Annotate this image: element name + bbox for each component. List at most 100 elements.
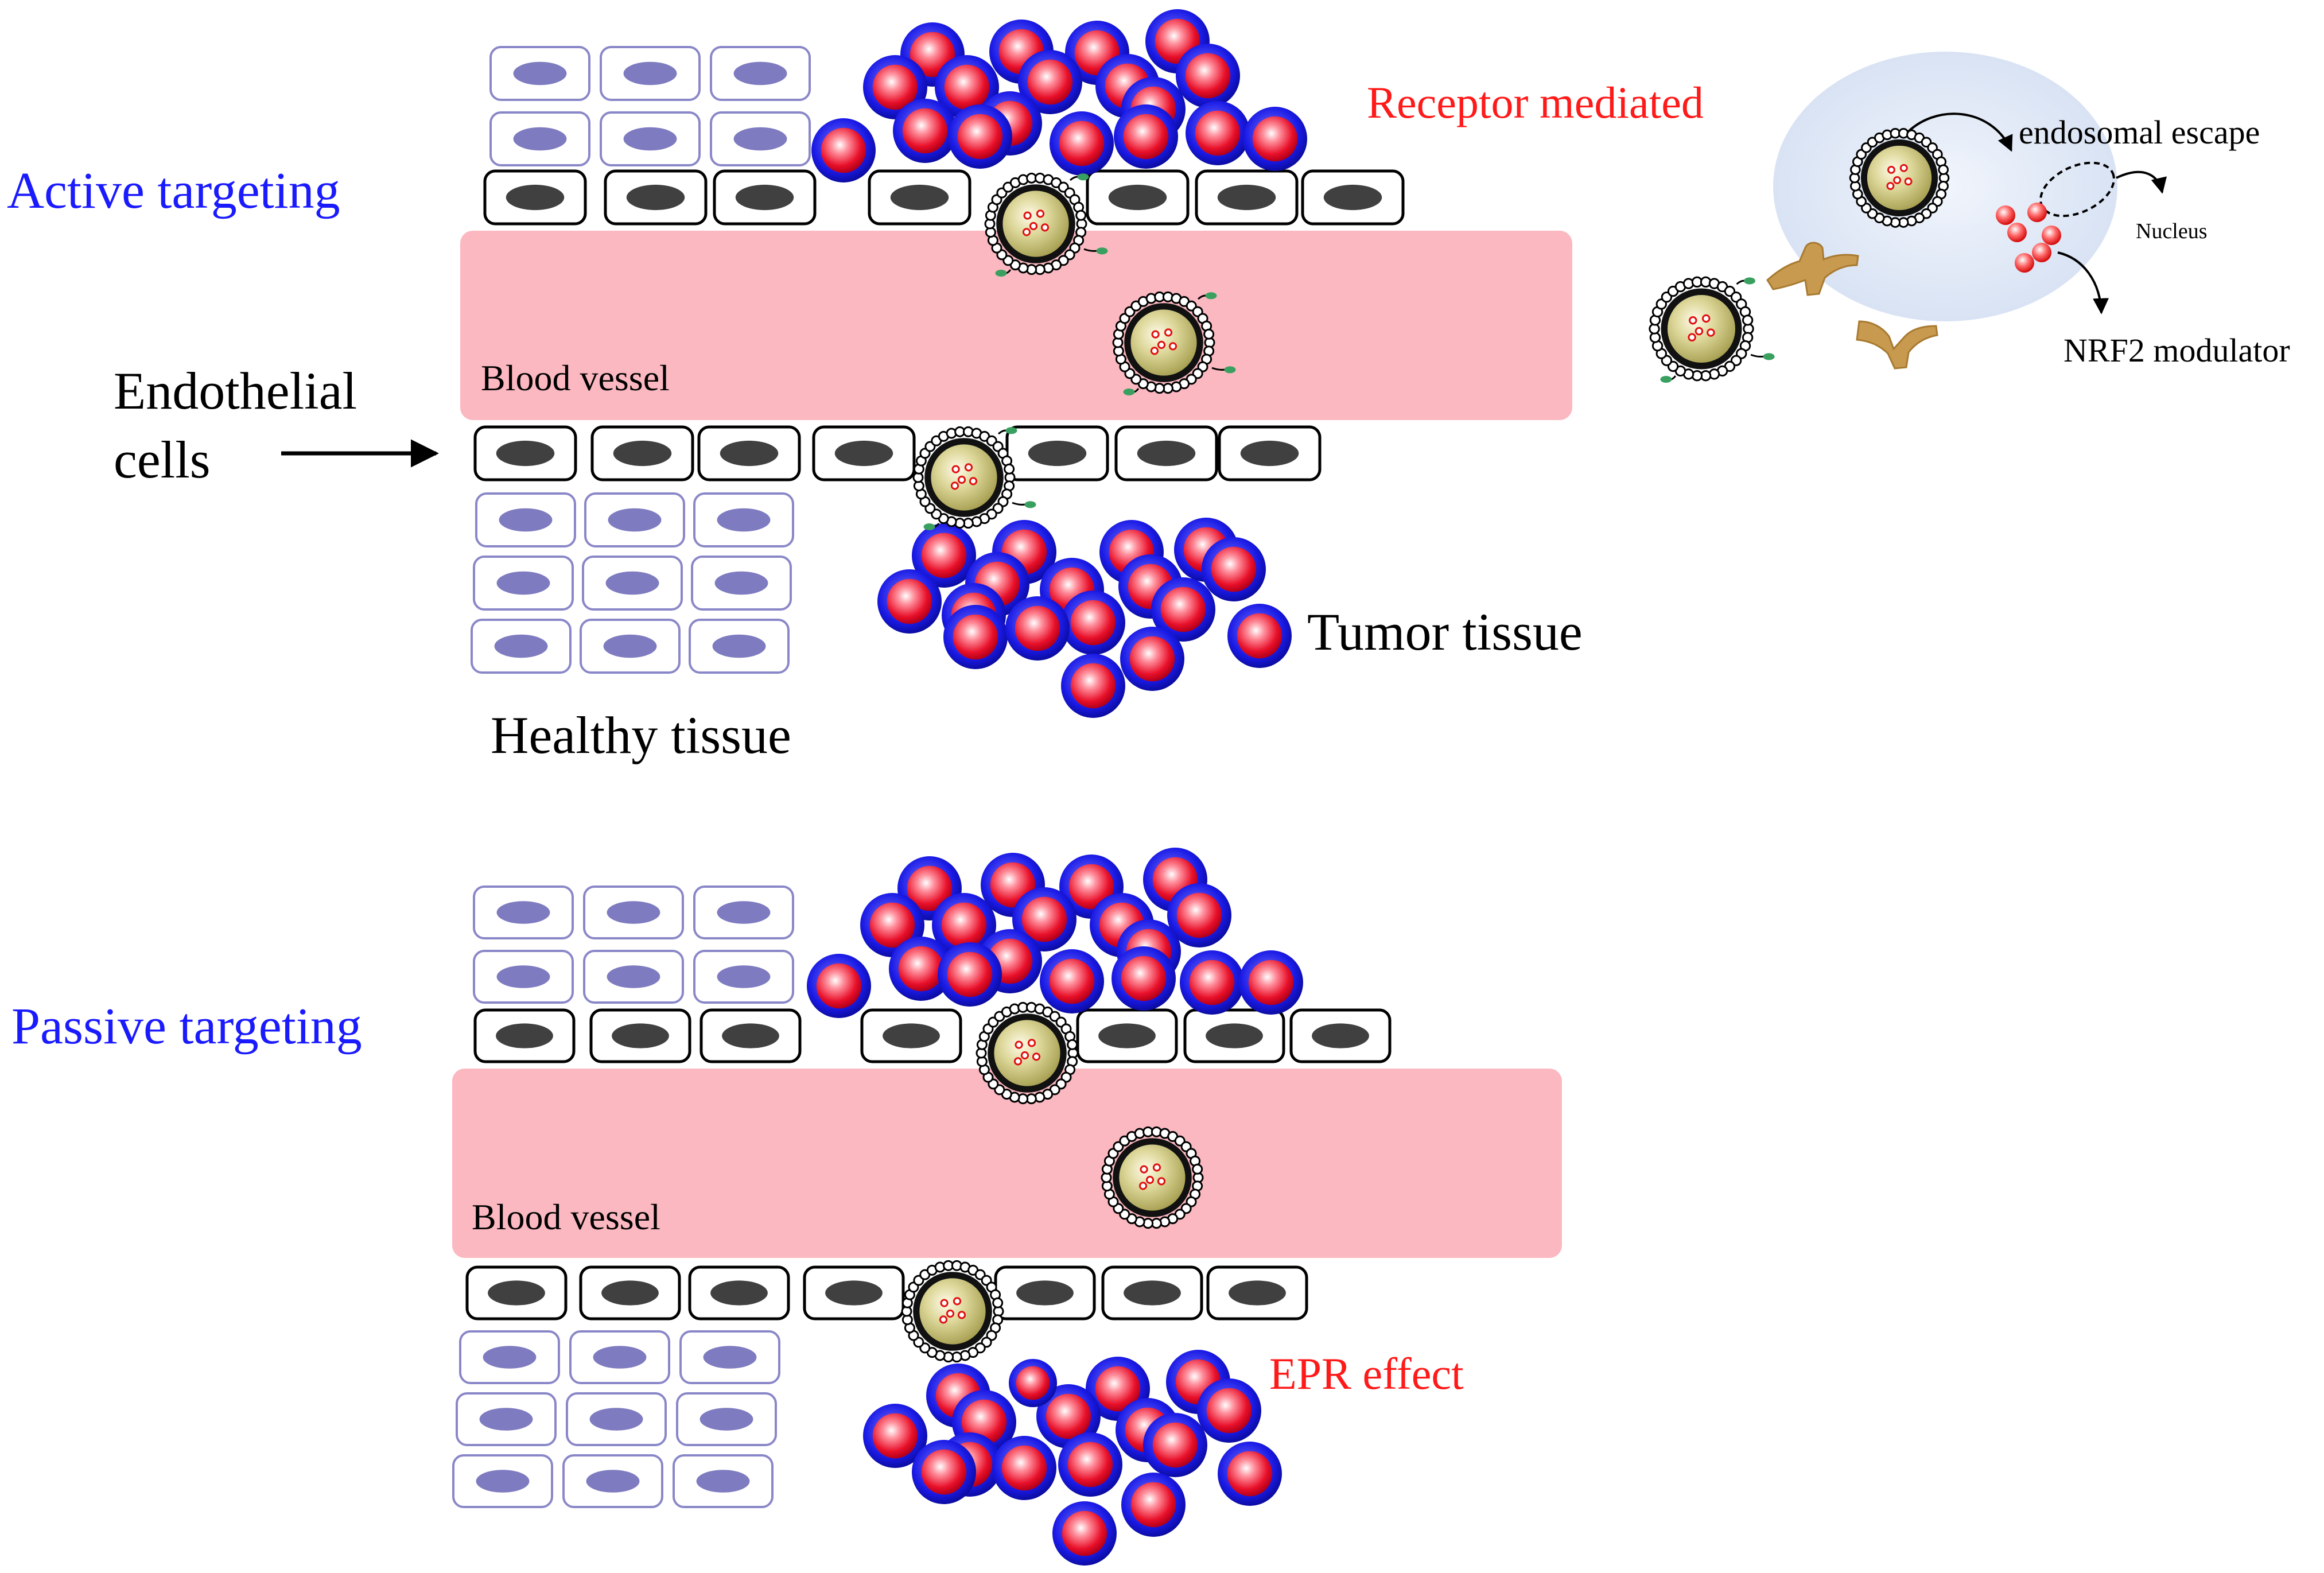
- endothelial-cell: [1289, 1008, 1392, 1063]
- lipid-head: [1742, 314, 1754, 326]
- lipid-head: [1004, 463, 1015, 475]
- drug-payload: [1168, 342, 1177, 351]
- endothelial-cell: [604, 169, 708, 226]
- endothelial-cell-nucleus: [722, 1023, 779, 1048]
- endothelial-cell: [699, 1008, 802, 1063]
- tumor-cell: [1243, 107, 1307, 171]
- tumor-cluster-lower: [877, 518, 1292, 718]
- drug-molecule: [2032, 243, 2051, 262]
- arrow-nucleus: [2116, 170, 2167, 194]
- drug-payload: [1027, 1039, 1036, 1047]
- tumor-cell-body: [1046, 1393, 1091, 1439]
- healthy-cell: [689, 619, 790, 674]
- tumor-cell: [935, 55, 999, 119]
- tumor-cell-body: [1068, 864, 1114, 910]
- tumor-cell-body: [1021, 896, 1067, 942]
- endothelial-cell-nucleus: [1016, 1280, 1074, 1306]
- tumor-cell: [1239, 950, 1303, 1015]
- tumor-cell-body: [816, 963, 862, 1009]
- tumor-cell: [1061, 654, 1125, 718]
- healthy-cell-nucleus: [476, 1470, 530, 1493]
- tumor-cell: [1120, 627, 1184, 691]
- drug-payload: [957, 1311, 966, 1319]
- drug-payload: [939, 1315, 948, 1324]
- heading-passive-targeting: Passive targeting: [11, 998, 362, 1055]
- tumor-cell: [811, 118, 876, 182]
- healthy-cell-nucleus: [513, 127, 567, 151]
- healthy-cell-nucleus: [696, 1470, 750, 1493]
- tumor-cell-body: [1016, 1366, 1050, 1400]
- ligand-icon: [1224, 366, 1236, 374]
- ligand-icon: [1096, 247, 1108, 255]
- drug-payload: [1164, 328, 1173, 337]
- released-drug-dots: [1996, 203, 2061, 273]
- healthy-cell-nucleus: [714, 571, 768, 595]
- healthy-cell-nucleus: [717, 901, 771, 924]
- endothelial-cell-nucleus: [612, 1023, 669, 1048]
- ligand-icon: [923, 523, 935, 530]
- ligand-icon: [1024, 501, 1036, 508]
- endothelial-cell-nucleus: [488, 1280, 545, 1306]
- tumor-cell: [807, 954, 871, 1018]
- label-healthy-tissue: Healthy tissue: [491, 706, 791, 764]
- tumor-cell-body: [1195, 110, 1241, 156]
- healthy-cell-nucleus: [733, 127, 787, 151]
- tumor-cluster-upper: [811, 9, 1307, 182]
- tumor-cell-body: [1121, 956, 1167, 1001]
- blood-vessel-top: [460, 231, 1572, 420]
- healthy-cell-nucleus: [586, 1470, 640, 1493]
- tumor-cell-body: [1070, 600, 1116, 646]
- tumor-cell-body: [921, 533, 967, 578]
- ligand-icon: [1660, 376, 1672, 383]
- receptor-icon: [1856, 320, 1938, 370]
- label-blood-vessel-top: Blood vessel: [481, 358, 670, 398]
- endothelial-cell-nucleus: [883, 1023, 940, 1048]
- drug-payload: [1899, 164, 1908, 172]
- ligand-icon: [1005, 427, 1017, 434]
- drug-payload: [1040, 223, 1050, 232]
- healthy-cell-nucleus: [513, 61, 567, 86]
- tumor-cell: [1040, 949, 1104, 1013]
- drug-payload: [940, 1299, 949, 1307]
- tumor-cell: [1143, 1413, 1207, 1477]
- tumor-cell: [889, 937, 953, 1001]
- tumor-cell-body: [872, 64, 918, 110]
- tumor-cell-body: [1015, 605, 1060, 651]
- drug-payload: [1886, 182, 1895, 191]
- healthy-cell-nucleus: [593, 1346, 647, 1369]
- label-endothelial: Endothelial: [114, 362, 357, 420]
- nanoparticle: [984, 172, 1108, 277]
- tumor-cell: [1176, 44, 1240, 108]
- drug-payload: [1145, 1175, 1155, 1184]
- tumor-cell: [1036, 1384, 1101, 1448]
- tumor-cell-body: [1189, 960, 1235, 1005]
- endothelial-cell: [688, 1265, 790, 1320]
- healthy-cell-nucleus: [717, 965, 771, 988]
- drug-molecule: [2027, 203, 2047, 222]
- tumor-cell: [1050, 111, 1114, 176]
- tumor-cell-body: [1248, 960, 1294, 1005]
- tumor-cell: [1121, 1473, 1186, 1537]
- tumor-cell: [893, 99, 957, 163]
- tumor-cell-body: [1160, 587, 1206, 632]
- tumor-cell-body: [921, 1449, 967, 1495]
- endothelial-cell-nucleus: [834, 440, 893, 467]
- drug-payload: [1020, 1051, 1029, 1060]
- passive-targeting-panel: [452, 848, 1562, 1566]
- endothelial-cell-nucleus: [1312, 1023, 1369, 1048]
- label-epr-effect: EPR effect: [1269, 1349, 1464, 1399]
- healthy-cell: [580, 619, 681, 674]
- healthy-cell: [569, 1330, 670, 1384]
- endothelial-cell-nucleus: [1098, 1023, 1156, 1048]
- endothelial-cell: [1183, 1008, 1285, 1063]
- ligand-icon: [1123, 389, 1135, 395]
- endothelial-cell: [803, 1265, 905, 1320]
- tumor-cell-body: [869, 902, 915, 948]
- endothelial-cell: [697, 425, 801, 481]
- tumor-cell-body: [1176, 892, 1222, 938]
- tumor-cell: [1167, 883, 1231, 947]
- drug-payload: [1150, 347, 1159, 355]
- nanoparticle: [1649, 276, 1775, 383]
- endothelial-cell-nucleus: [496, 440, 555, 467]
- tumor-cell: [863, 1404, 927, 1468]
